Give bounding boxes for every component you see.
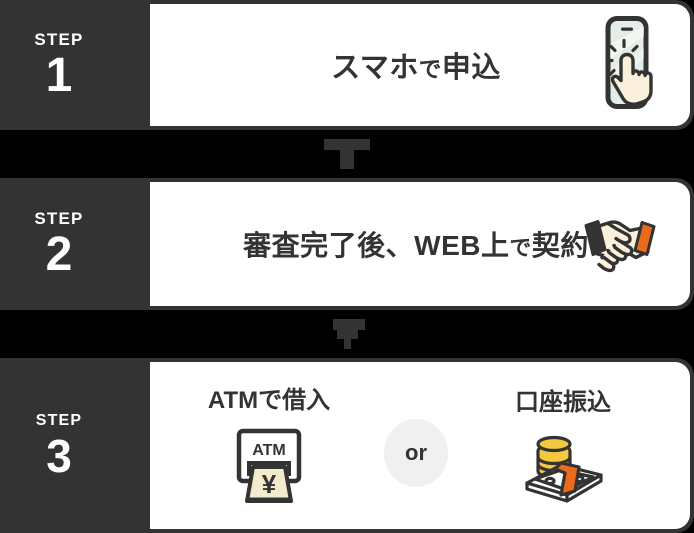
option-bank-transfer-title: 口座振込 <box>515 388 611 416</box>
step-title-1: スマホで申込 <box>331 44 501 86</box>
cash-coins-icon <box>517 425 609 510</box>
step-number-2: 2 <box>45 227 73 281</box>
step-card-2: 審査完了後、WEB上で契約 <box>100 182 690 306</box>
or-separator-badge: or <box>384 418 448 487</box>
down-arrow-icon <box>333 319 365 349</box>
step-label-2: STEP <box>34 208 84 228</box>
step-title-1-part-small: で <box>418 57 442 82</box>
step-badge-1: STEP 1 <box>0 0 150 130</box>
step-title-1-part-main1: スマホ <box>331 52 419 84</box>
step-card-1: スマホで申込 <box>100 4 690 126</box>
or-separator-label: or <box>405 439 427 465</box>
step-title-2-part-small: で <box>509 235 532 260</box>
step-row-3: STEP 3 ATMで借入 ATM <box>0 358 694 533</box>
step-badge-2: STEP 2 <box>0 178 150 310</box>
step-row-1: STEP 1 スマホで申込 <box>0 0 694 130</box>
step-3-options: ATMで借入 ATM ¥ <box>150 380 682 512</box>
yen-symbol: ¥ <box>262 469 277 499</box>
step-card-3: ATMで借入 ATM ¥ <box>100 362 690 529</box>
step-title-2: 審査完了後、WEB上で契約 <box>243 224 589 264</box>
step-label-1: STEP <box>34 29 84 49</box>
step-title-1-part-main2: 申込 <box>441 52 501 84</box>
step-number-3: 3 <box>46 429 72 482</box>
atm-yen-icon: ATM ¥ <box>227 423 311 512</box>
step-label-3: STEP <box>35 411 83 429</box>
step-title-2-part-main1: 審査完了後、WEB上 <box>243 230 510 261</box>
smartphone-tap-icon <box>594 15 666 116</box>
atm-icon-label: ATM <box>252 442 285 459</box>
option-bank-transfer[interactable]: 口座振込 <box>474 382 652 510</box>
handshake-icon <box>574 206 666 283</box>
down-arrow-icon <box>324 139 370 169</box>
connector-2 <box>0 310 694 358</box>
connector-1 <box>0 130 694 178</box>
option-atm[interactable]: ATMで借入 ATM ¥ <box>180 380 358 512</box>
step-number-1: 1 <box>45 48 73 102</box>
step-badge-3: STEP 3 <box>0 358 150 533</box>
option-atm-title: ATMで借入 <box>207 386 331 414</box>
step-row-2: STEP 2 審査完了後、WEB上で契約 <box>0 178 694 310</box>
step-title-2-part-main2: 契約 <box>531 230 589 261</box>
